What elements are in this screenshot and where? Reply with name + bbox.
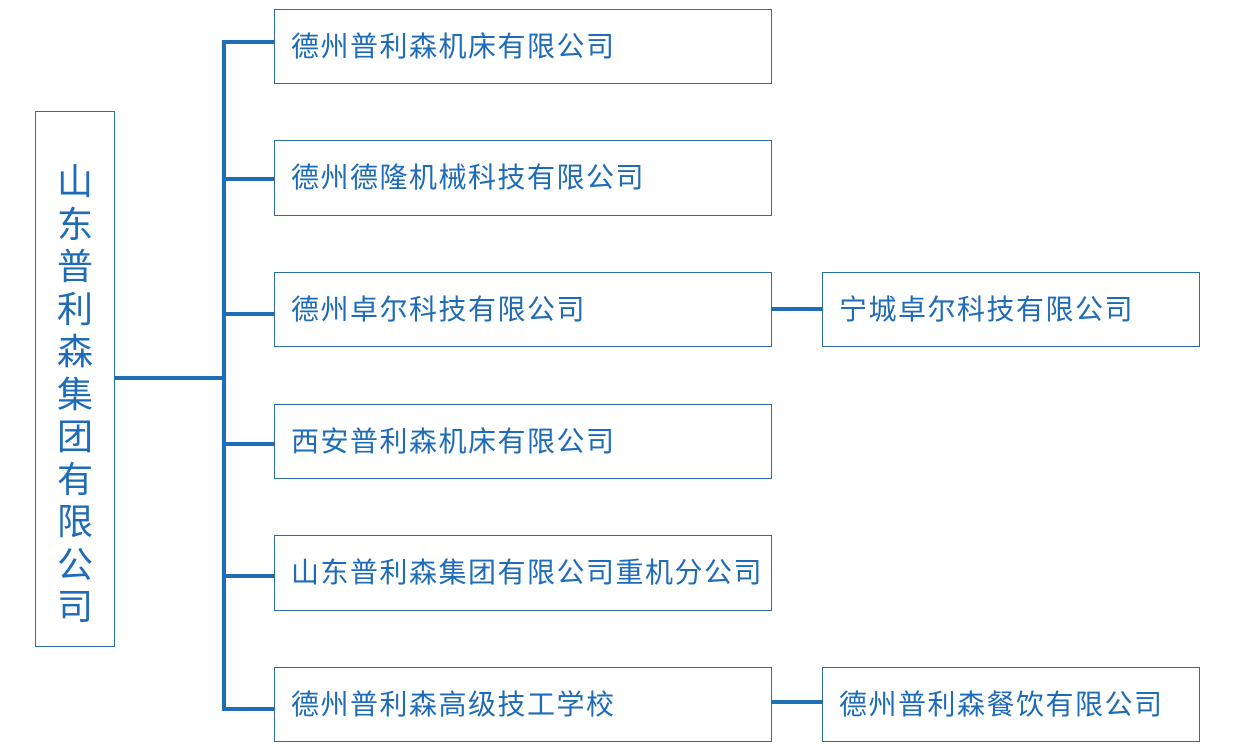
sub-connector-2	[772, 700, 823, 704]
subsidiary-label: 山东普利森集团有限公司重机分公司	[291, 556, 764, 589]
subsidiary-label: 德州卓尔科技有限公司	[291, 292, 587, 326]
subsidiary-node: 德州普利森高级技工学校	[274, 667, 772, 742]
sub-subsidiary-label: 德州普利森餐饮有限公司	[839, 687, 1164, 721]
subsidiary-label: 德州普利森机床有限公司	[291, 29, 616, 63]
subsidiary-label: 西安普利森机床有限公司	[291, 424, 616, 458]
branch-connector-2	[222, 177, 275, 181]
subsidiary-node: 德州卓尔科技有限公司	[274, 272, 772, 347]
branch-connector-6	[222, 707, 275, 711]
sub-subsidiary-node: 德州普利森餐饮有限公司	[822, 667, 1200, 742]
subsidiary-node: 德州德隆机械科技有限公司	[274, 140, 772, 216]
root-label: 山 东 普 利 森 集 团 有 限 公 司	[56, 162, 93, 628]
branch-connector-3	[222, 312, 275, 316]
sub-connector-1	[772, 307, 823, 311]
sub-subsidiary-label: 宁城卓尔科技有限公司	[839, 292, 1135, 326]
branch-connector-5	[222, 574, 275, 578]
subsidiary-node: 西安普利森机床有限公司	[274, 404, 772, 479]
subsidiary-node: 德州普利森机床有限公司	[274, 9, 772, 84]
subsidiary-node: 山东普利森集团有限公司重机分公司	[274, 535, 772, 611]
root-node: 山 东 普 利 森 集 团 有 限 公 司	[35, 111, 115, 647]
subsidiary-label: 德州德隆机械科技有限公司	[291, 161, 646, 194]
branch-connector-4	[222, 442, 275, 446]
branch-connector-1	[222, 40, 275, 44]
subsidiary-label: 德州普利森高级技工学校	[291, 687, 616, 721]
trunk-line	[222, 40, 226, 711]
sub-subsidiary-node: 宁城卓尔科技有限公司	[822, 272, 1200, 347]
root-connector	[115, 376, 224, 380]
